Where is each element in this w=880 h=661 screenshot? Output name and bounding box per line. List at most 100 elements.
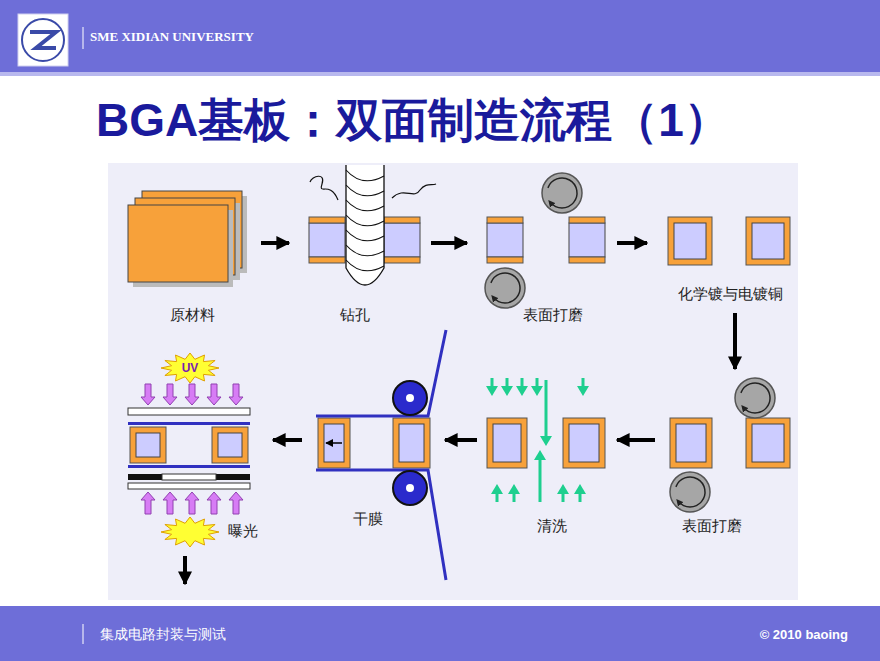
drill-flute	[346, 170, 384, 181]
illustration	[128, 165, 790, 580]
header-stripe	[0, 72, 880, 76]
rinse-arrowhead	[574, 484, 586, 494]
uv-arrow	[185, 384, 199, 405]
grinding-wheel	[542, 173, 582, 213]
copper-foil	[487, 217, 523, 223]
rinse-arrowhead	[508, 484, 520, 494]
rinse-arrowhead	[540, 436, 552, 446]
roller-axle	[406, 394, 414, 402]
connectors	[261, 243, 735, 440]
process-step: 干膜	[305, 372, 442, 545]
roller-axle	[406, 484, 414, 492]
rinse-arrow	[539, 458, 542, 502]
process-step: 原材料	[120, 183, 258, 328]
drill-flute	[346, 215, 384, 226]
rinse-arrowhead	[516, 386, 528, 396]
process-step: 化学镀与电镀铜	[650, 183, 800, 310]
copper-layer	[746, 217, 790, 265]
copper-layer	[487, 418, 527, 468]
drill-bit	[346, 165, 384, 285]
step-caption: 钻孔	[340, 306, 370, 324]
uv-label: UV	[182, 361, 199, 375]
substrate-core	[487, 223, 523, 257]
diagram-panel	[108, 163, 798, 600]
drill-flute	[346, 245, 384, 256]
substrate-core	[384, 223, 420, 257]
uv-arrow	[163, 492, 177, 514]
substrate-core	[752, 223, 784, 259]
substrate-core	[569, 424, 599, 462]
copper-layer	[130, 427, 166, 463]
copper-layer	[563, 418, 605, 468]
step-caption: 原材料	[170, 306, 215, 324]
copper-layer	[393, 418, 430, 468]
flow-arrow	[183, 556, 187, 584]
substrate-core	[569, 223, 605, 257]
grinding-wheel	[485, 268, 525, 308]
step-caption: 表面打磨	[523, 306, 583, 324]
copper-foil	[569, 257, 605, 263]
step-caption: 清洗	[537, 517, 567, 535]
course-name: 集成电路封装与测试	[100, 626, 226, 643]
process-step: 表面打磨	[470, 183, 614, 328]
flow-arrow	[733, 313, 737, 369]
photomask-window	[162, 474, 216, 480]
copper-layer	[318, 418, 350, 468]
process-step: 清洗	[480, 372, 614, 545]
institution-name: SME XIDIAN UNIVERSITY	[90, 29, 254, 45]
copper-layer	[668, 217, 712, 265]
step-caption: 曝光	[228, 522, 258, 540]
rinse-arrowhead	[577, 386, 589, 396]
substrate-core	[218, 433, 242, 457]
dry-film	[128, 422, 250, 425]
rinse-arrowhead	[534, 450, 546, 460]
dry-film	[128, 465, 250, 468]
process-step: 钻孔	[292, 183, 428, 328]
copper-layer	[670, 418, 712, 468]
step-caption: 干膜	[353, 510, 383, 528]
drill-flute	[346, 200, 384, 211]
copyright-note: © 2010 baoing	[760, 627, 848, 643]
flow-arrow	[273, 438, 302, 442]
dry-film	[316, 330, 446, 416]
header-bar	[0, 0, 880, 72]
rotation-arrow	[676, 477, 705, 507]
logo-emblem	[30, 32, 56, 48]
flow-arrow	[431, 241, 467, 245]
uv-arrow	[141, 492, 155, 514]
substrate-core	[309, 223, 345, 257]
uv-arrow	[229, 492, 243, 514]
dry-film	[316, 470, 446, 580]
roller	[393, 471, 427, 505]
flow-arrow	[617, 438, 655, 442]
rinse-arrowhead	[486, 386, 498, 396]
substrate-core	[752, 424, 784, 462]
step-caption: 表面打磨	[682, 517, 742, 535]
photomask	[128, 474, 250, 480]
substrate-core	[136, 433, 160, 457]
separator	[83, 624, 84, 644]
substrate-core	[493, 424, 521, 462]
rinse-arrow	[545, 380, 548, 438]
uv-burst	[161, 517, 219, 547]
substrate-core	[674, 223, 706, 259]
rinse-arrowhead	[491, 484, 503, 494]
drill-flute	[346, 230, 384, 241]
grinding-wheel	[670, 472, 710, 512]
uv-burst	[161, 353, 219, 383]
copper-foil	[487, 257, 523, 263]
rotation-arrow	[548, 178, 577, 208]
copper-foil	[569, 217, 605, 223]
copper-foil	[384, 217, 420, 223]
flow-arrow	[445, 438, 477, 442]
copper-foil	[384, 257, 420, 263]
uv-arrow	[207, 492, 221, 514]
separator	[83, 27, 84, 49]
substrate-core	[399, 424, 424, 462]
substrate-core	[676, 424, 706, 462]
substrate-core	[324, 424, 344, 462]
process-step: 表面打磨	[658, 372, 800, 545]
copper-foil	[309, 257, 345, 263]
